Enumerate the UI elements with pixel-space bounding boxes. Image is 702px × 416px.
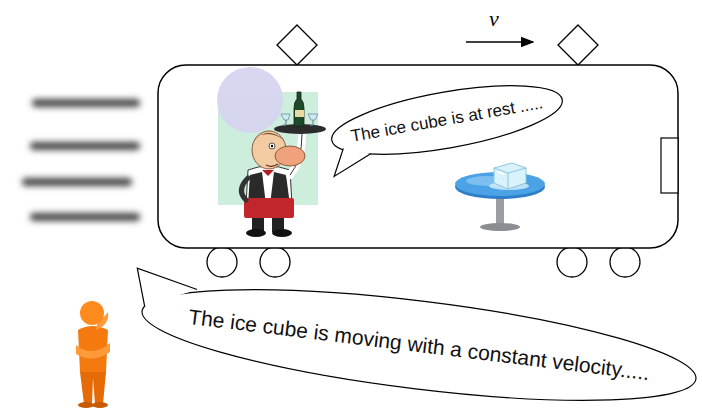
wheel [260,247,290,277]
observer-foot [78,402,94,408]
observer-foot [92,402,108,408]
ice-cube [494,163,526,189]
waiter-shoe [246,229,266,237]
roof-diamond [558,25,598,65]
table [455,163,545,231]
motion-lines [22,99,140,221]
wine-glass [281,114,290,125]
train-car [158,65,678,248]
waiter-nose [275,146,305,166]
waiter-eye [269,143,275,149]
speech-bubble: The ice cube is moving with a constant v… [134,265,702,416]
motion-line [30,142,140,150]
bottle-label [295,110,304,117]
observer-legs [80,372,106,404]
velocity-arrow [466,41,533,43]
wheel [610,247,640,277]
motion-line [32,99,140,107]
waiter-pupil [271,145,273,147]
bubble-ellipse [137,267,702,416]
waiter-arm [241,178,248,200]
ice-cube-edges [494,168,526,189]
bubble-tail [330,144,374,177]
waiter-apron [244,198,294,218]
wine-glass [308,114,318,125]
waiter [241,92,326,237]
waiter-hair [254,133,284,140]
wheel [207,247,237,277]
roof-diamond [277,25,317,65]
ice-cube-shine [498,172,504,174]
velocity-symbol: v [489,6,499,32]
observer-arms [76,343,110,359]
motion-line [30,213,140,221]
motion-line [22,178,132,186]
waiter-shoe [272,229,292,237]
backdrop-circle [217,67,283,133]
observer-head [80,301,104,325]
table-base [480,223,520,231]
waiter-mouth [266,164,278,166]
wheel [557,247,587,277]
wine-bottle [294,92,304,126]
train-door [661,138,678,193]
observer [76,301,110,408]
waiter-bowtie [262,170,274,176]
